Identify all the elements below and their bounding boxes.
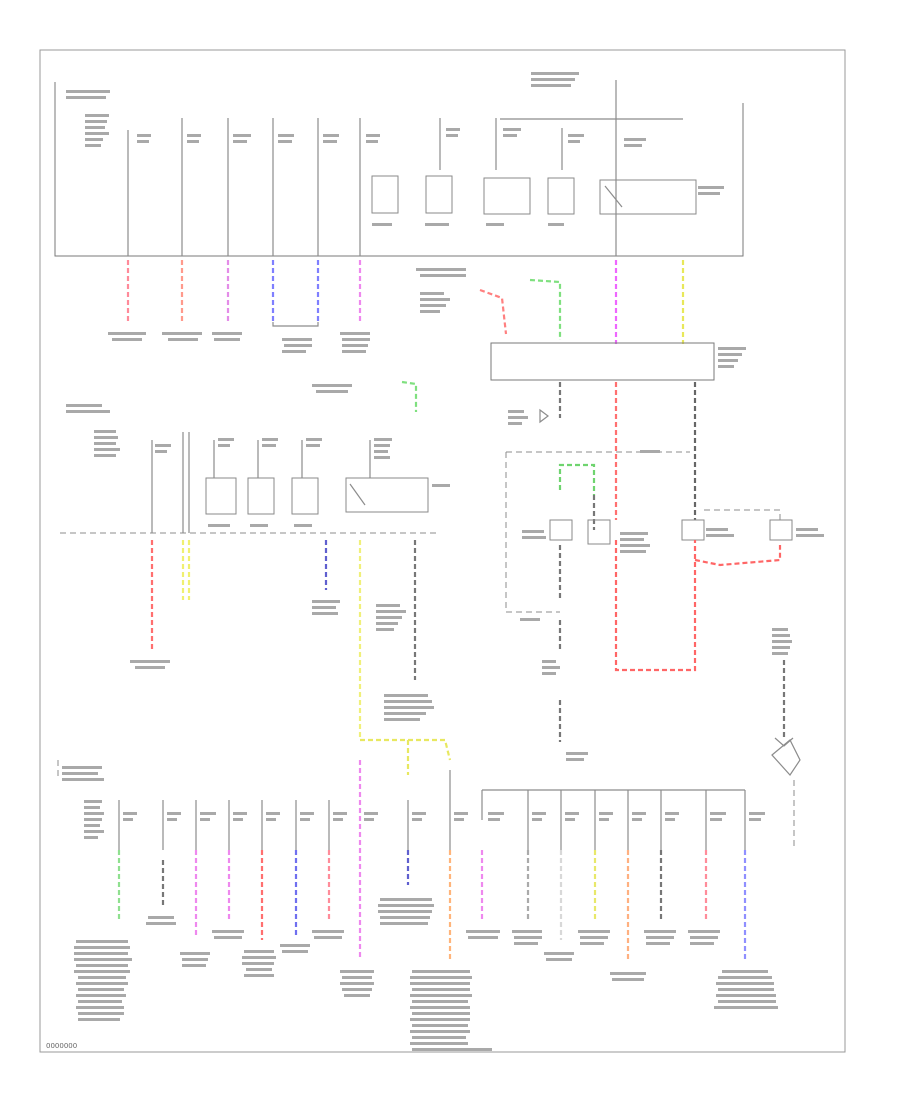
relay-block-5: [205, 477, 237, 515]
sensor-connector-1: [549, 519, 573, 541]
main-relay: [599, 179, 697, 215]
relay-block-6: [247, 477, 275, 515]
diagram-code: 0000000: [46, 1042, 77, 1050]
control-module: [312, 268, 746, 520]
bottom-fuse-row: [57, 760, 795, 1051]
relay-block-2: [425, 175, 453, 214]
top-fuse-relay-box: [54, 72, 744, 257]
relay-block-4: [547, 177, 575, 215]
relay-block-8: [345, 477, 429, 513]
relay-block-7: [291, 477, 319, 515]
relay-block-3: [483, 177, 531, 215]
sensor-connector-3: [681, 519, 705, 541]
sensor-region: [505, 450, 824, 776]
relay-block-1: [371, 175, 399, 214]
sensor-connector-2: [587, 519, 611, 545]
top-box-exit-wires: [108, 260, 685, 353]
diagram-frame: [39, 49, 846, 1053]
sensor-connector-4: [769, 519, 793, 541]
middle-fuse-box: [60, 404, 452, 775]
control-module-box: [490, 342, 715, 381]
